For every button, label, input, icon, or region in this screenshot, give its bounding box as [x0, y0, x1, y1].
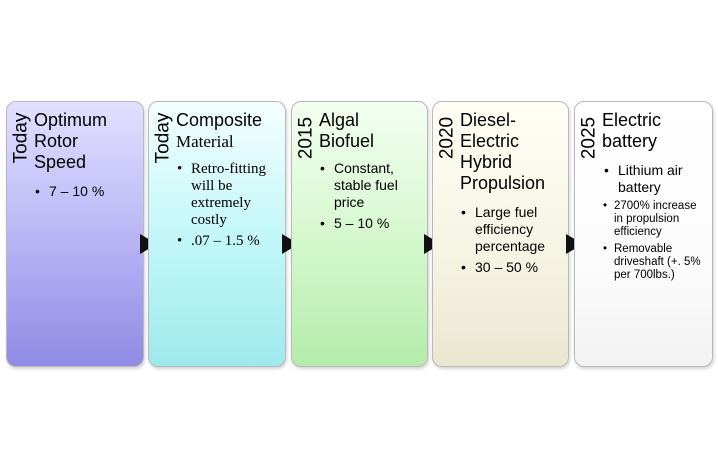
bullet-item: Retro-fitting will be extremely costly [175, 161, 279, 229]
stage-card-electric-battery: 2025 Electric battery Lithium air batter… [574, 101, 713, 367]
bullet-item: 5 – 10 % [318, 215, 421, 232]
bullet-item: 7 – 10 % [33, 183, 137, 200]
stage-bullet-list: Lithium air battery 2700% increase in pr… [602, 162, 706, 286]
stage-bullet-list: Retro-fitting will be extremely costly .… [175, 161, 279, 254]
stage-card-algal-biofuel: 2015 Algal Biofuel Constant, stable fuel… [291, 101, 428, 367]
stage-year: 2020 [436, 116, 458, 160]
stage-title: Composite Material [176, 110, 263, 151]
bullet-item: Removable driveshaft (+. 5% per 700lbs.) [602, 243, 706, 282]
stage-bullet-list: 7 – 10 % [33, 183, 137, 204]
stage-title: Diesel- Electric Hybrid Propulsion [460, 110, 546, 193]
stage-card-composite-material: Today Composite Material Retro-fitting w… [148, 101, 286, 367]
bullet-item: 30 – 50 % [459, 259, 562, 276]
bullet-item: .07 – 1.5 % [175, 233, 279, 250]
stage-title: Algal Biofuel [319, 110, 375, 151]
stage-bullet-list: Large fuel efficiency percentage 30 – 50… [459, 204, 562, 280]
bullet-item: Lithium air battery [602, 162, 706, 196]
stage-card-diesel-electric-hybrid-propulsion: 2020 Diesel- Electric Hybrid Propulsion … [432, 101, 569, 367]
bullet-item: Constant, stable fuel price [318, 160, 421, 211]
bullet-item: 2700% increase in propulsion efficiency [602, 200, 706, 239]
stage-year: 2025 [578, 116, 600, 160]
bullet-item: Large fuel efficiency percentage [459, 204, 562, 255]
stage-year: Today [152, 112, 174, 164]
stage-card-optimum-rotor-speed: Today Optimum Rotor Speed 7 – 10 % [6, 101, 144, 367]
stage-title: Electric battery [602, 110, 662, 151]
stage-title: Optimum Rotor Speed [34, 110, 108, 172]
stage-year: Today [10, 112, 32, 164]
stage-bullet-list: Constant, stable fuel price 5 – 10 % [318, 160, 421, 236]
stage-year: 2015 [295, 116, 317, 160]
